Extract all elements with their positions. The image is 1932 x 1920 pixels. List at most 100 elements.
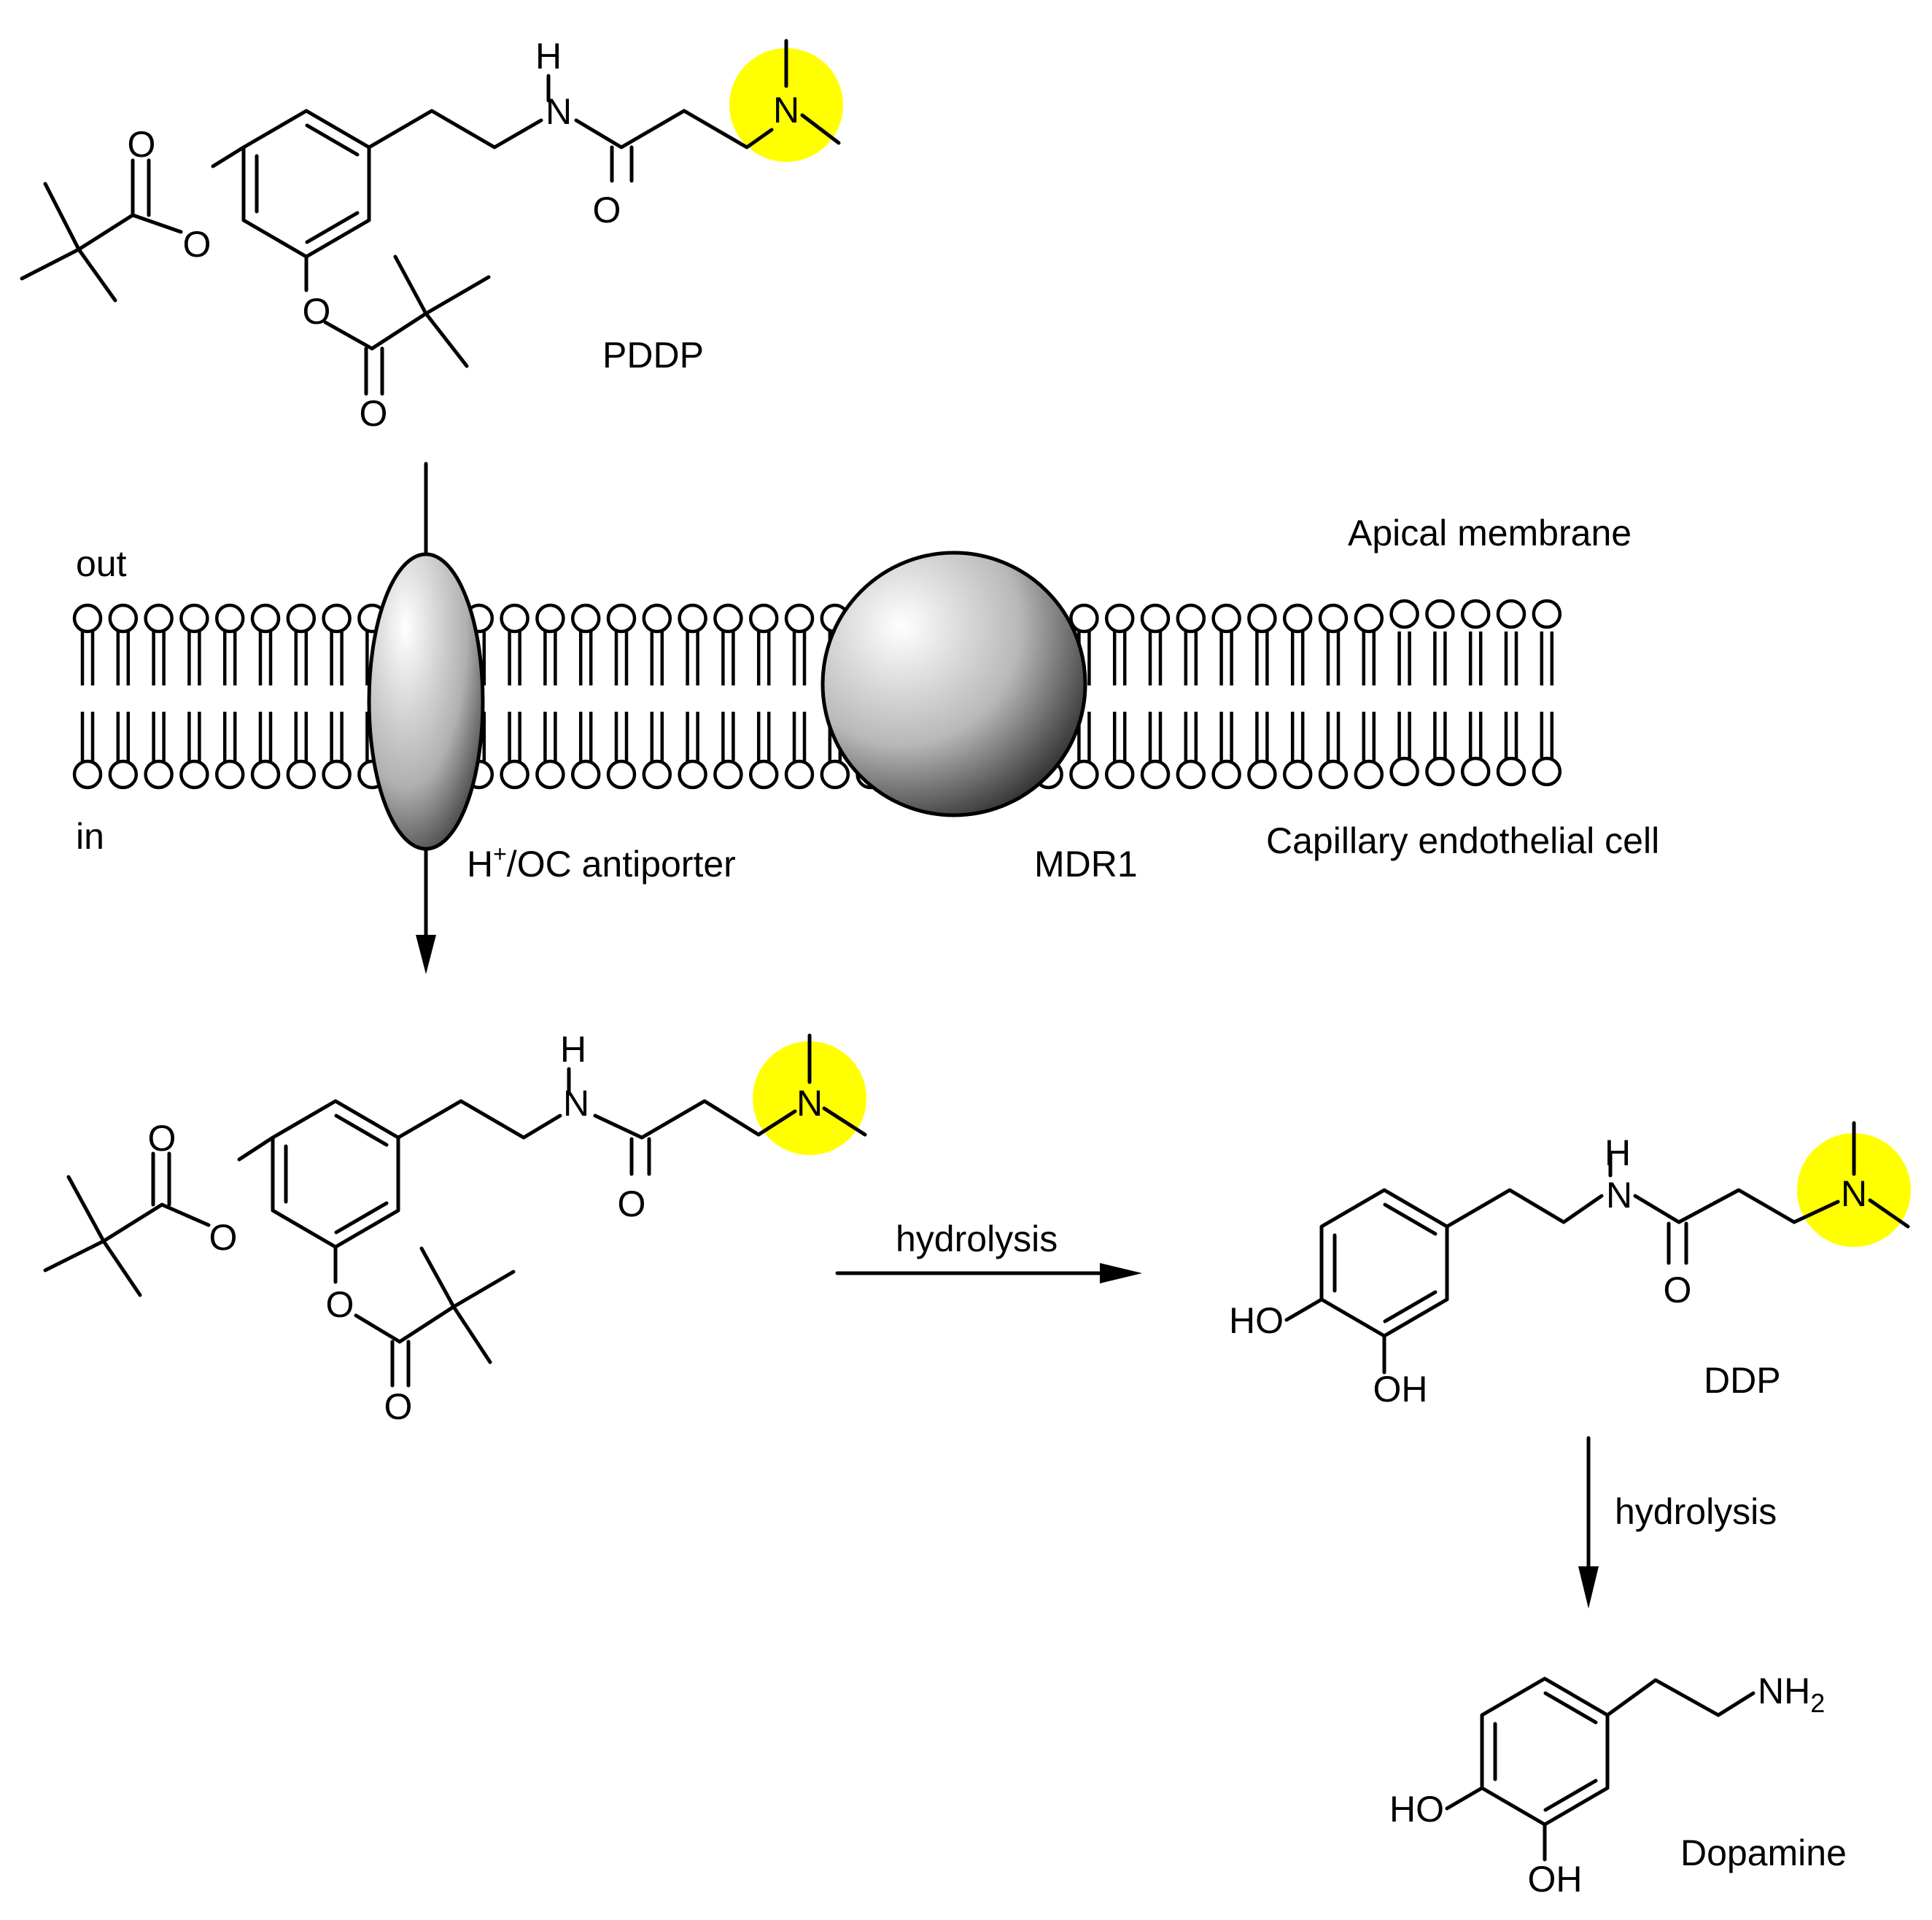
lipid-head-inner [535, 759, 565, 790]
hydroxyl-ddp-2: OH [1373, 1369, 1428, 1410]
lipid-head-inner [606, 759, 637, 790]
lipid-head-outer [108, 603, 139, 634]
lipid-head-outer [250, 603, 281, 634]
mdr1-label: MDR1 [1034, 844, 1138, 885]
lipid-head-outer [1389, 599, 1419, 629]
lipid-head-outer [1176, 603, 1206, 634]
lipid-head-inner [1176, 759, 1206, 790]
carbonyl-o-middle-1: O [148, 1118, 176, 1159]
amide-n-h-ddp: H [1605, 1132, 1631, 1173]
amine-n-top: N [773, 90, 799, 131]
dimethylamine-highlight-ddp [1797, 1133, 1911, 1247]
lipid-head-outer [179, 603, 209, 634]
lipid-head-outer [1354, 603, 1384, 634]
amide-n-ddp: N [1606, 1175, 1632, 1216]
lipid-head-outer [713, 603, 743, 634]
lipid-head-inner [1496, 756, 1526, 787]
ester-o-top-2: O [303, 291, 331, 332]
pddp-label: PDDP [602, 335, 704, 376]
lipid-head-inner [1460, 756, 1491, 787]
lipid-head-inner [250, 759, 281, 790]
antiporter-label: H+/OC antiporter [467, 841, 736, 885]
lipid-head-outer [1425, 599, 1455, 629]
amide-o-middle: O [618, 1184, 646, 1224]
lipid-head-inner [1389, 756, 1419, 787]
ester-o-middle-2: O [326, 1284, 354, 1325]
lipid-head-outer [1247, 603, 1277, 634]
lipid-head-outer [1211, 603, 1241, 634]
amide-n-middle: N [563, 1083, 589, 1124]
lipid-head-outer [606, 603, 637, 634]
amide-o-top: O [593, 190, 621, 230]
amide-o-ddp: O [1664, 1270, 1692, 1310]
hydrolysis-label-2: hydrolysis [1615, 1491, 1777, 1532]
hydroxyl-dopamine-2: OH [1528, 1859, 1583, 1900]
mdr1-protein [820, 551, 1087, 817]
lipid-head-inner [642, 759, 672, 790]
lipid-head-inner [286, 759, 317, 790]
lipid-head-inner [214, 759, 245, 790]
lipid-head-inner [72, 759, 103, 790]
lipid-head-inner [1532, 756, 1562, 787]
lipid-head-inner [1282, 759, 1313, 790]
lipid-head-outer [642, 603, 672, 634]
lipid-head-inner [1104, 759, 1135, 790]
dimethylamine-highlight-middle [753, 1041, 866, 1155]
lipid-head-outer [784, 603, 815, 634]
lipid-head-inner [179, 759, 209, 790]
lipid-head-inner [1247, 759, 1277, 790]
capillary-cell-label: Capillary endothelial cell [1266, 820, 1659, 861]
inside-label: in [76, 816, 104, 857]
hydroxyl-dopamine-1: HO [1389, 1789, 1444, 1830]
dopamine-molecule: NH2 HO OH [1389, 1671, 1825, 1900]
lipid-head-outer [1496, 599, 1526, 629]
ester-o-middle-1: O [209, 1217, 238, 1258]
lipid-head-outer [286, 603, 317, 634]
amide-n-h-middle: H [560, 1029, 586, 1070]
lipid-head-inner [820, 759, 850, 790]
lipid-head-outer [322, 603, 352, 634]
lipid-head-inner [1211, 759, 1241, 790]
ester-o-top-1: O [183, 224, 212, 265]
amide-n-top: N [546, 91, 572, 132]
lipid-head-inner [1069, 759, 1099, 790]
ddp-label: DDP [1704, 1360, 1781, 1401]
amine-n-ddp: N [1841, 1173, 1867, 1214]
amine-dopamine: NH2 [1758, 1671, 1825, 1718]
lipid-head-outer [1104, 603, 1135, 634]
lipid-head-outer [214, 603, 245, 634]
ddp-molecule: H N O N HO OH [1229, 1121, 1911, 1410]
lipid-head-inner [322, 759, 352, 790]
lipid-head-inner [108, 759, 139, 790]
lipid-head-inner [570, 759, 601, 790]
lipid-head-outer [570, 603, 601, 634]
lipid-head-inner [500, 759, 529, 790]
lipid-head-outer [144, 603, 174, 634]
hydrolysis-arrow-2-head [1578, 1566, 1599, 1609]
lipid-head-inner [1318, 759, 1349, 790]
hydrolysis-arrow-1-head [1100, 1263, 1142, 1283]
lipid-head-inner [1354, 759, 1384, 790]
lipid-head-outer [1140, 603, 1171, 634]
lipid-head-outer [535, 603, 565, 634]
lipid-head-inner [678, 759, 707, 790]
lipid-head-outer [1460, 599, 1491, 629]
pddp-intracellular-molecule: H N O N O O O O [43, 1029, 867, 1427]
lipid-bilayer [72, 599, 1562, 790]
oc-antiporter-protein [367, 552, 485, 851]
transport-arrowhead [416, 935, 436, 974]
lipid-head-outer [72, 603, 103, 634]
amine-n-middle: N [796, 1083, 823, 1124]
lipid-head-inner [748, 759, 779, 790]
lipid-head-outer [1282, 603, 1313, 634]
carbonyl-o-top-1: O [128, 124, 156, 165]
apical-membrane-label: Apical membrane [1348, 513, 1632, 553]
lipid-head-inner [1425, 756, 1455, 787]
lipid-head-inner [144, 759, 174, 790]
carbonyl-o-middle-2: O [384, 1386, 413, 1427]
dimethylamine-highlight-top [729, 48, 843, 162]
lipid-head-outer [748, 603, 779, 634]
outside-label: out [76, 543, 127, 584]
lipid-head-inner [784, 759, 815, 790]
hydrolysis-label-1: hydrolysis [896, 1219, 1058, 1259]
